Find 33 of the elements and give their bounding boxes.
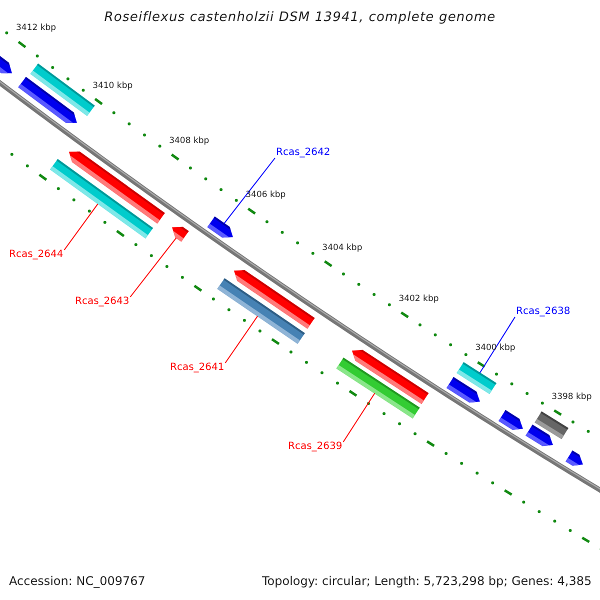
leader-line xyxy=(64,203,98,250)
gene-label: Rcas_2641 xyxy=(170,363,224,373)
gene-feature xyxy=(68,152,165,224)
gene-label: Rcas_2642 xyxy=(276,148,330,158)
gene-feature xyxy=(172,226,189,242)
genome-info-label: Topology: circular; Length: 5,723,298 bp; Genes: 4,385 xyxy=(262,575,592,587)
gene-label: Rcas_2639 xyxy=(288,442,342,452)
tick-label: 3406 kbp xyxy=(246,191,286,200)
title: Roseiflexus castenholzii DSM 13941, complete genome xyxy=(103,11,497,24)
leader-line xyxy=(479,316,516,374)
leader-line xyxy=(130,237,177,298)
gene-feature xyxy=(0,56,12,74)
tick-label: 3412 kbp xyxy=(16,24,56,33)
gene-feature xyxy=(234,270,315,329)
leader-line xyxy=(224,316,258,364)
tick-label: 3408 kbp xyxy=(169,137,210,146)
gene-label: Rcas_2638 xyxy=(516,307,570,317)
gene-feature xyxy=(207,216,233,238)
accession-label: Accession: NC_009767 xyxy=(9,575,146,587)
leader-line xyxy=(224,158,276,224)
leader-line xyxy=(342,392,376,442)
tick-label: 3410 kbp xyxy=(92,82,133,90)
gene-feature xyxy=(352,350,429,404)
gene-feature xyxy=(534,411,568,440)
tick-label: 3398 kbp xyxy=(552,392,592,402)
gene-label: Rcas_2643 xyxy=(75,297,130,307)
gene-feature xyxy=(498,410,523,430)
gene-feature xyxy=(456,362,496,394)
tick-label: 3404 kbp xyxy=(322,244,362,252)
gene-label: Rcas_2644 xyxy=(9,250,64,260)
tick-label: 3402 kbp xyxy=(398,294,439,304)
gene-feature xyxy=(30,63,95,116)
gene-feature xyxy=(566,450,583,466)
